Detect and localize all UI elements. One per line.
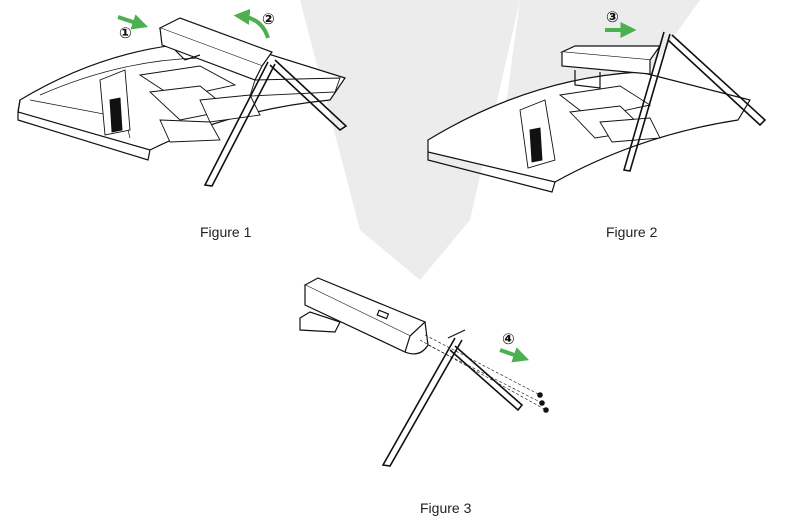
figure-3-illustration: [299, 277, 549, 467]
stand-neck-icon: [158, 17, 273, 81]
step-3-number: ③: [606, 8, 619, 26]
figure-2-illustration: [427, 31, 767, 193]
figure-3-caption: Figure 3: [420, 500, 472, 516]
figure-1-arrows: [117, 8, 270, 39]
step-4-number: ④: [502, 330, 515, 348]
screw-icon: [537, 392, 549, 413]
figure-3-arrows: [499, 347, 530, 363]
stand-neck-icon: [299, 277, 429, 355]
figure-1-caption: Figure 1: [200, 224, 252, 240]
stand-icon: [622, 31, 767, 172]
screw-guide-lines: [419, 334, 547, 411]
stand-icon: [203, 59, 348, 187]
step-1-number: ①: [119, 24, 132, 42]
figure-2-caption: Figure 2: [606, 224, 658, 240]
stand-icon: [381, 329, 524, 467]
arrow-icon: [117, 14, 149, 30]
arrow-icon: [499, 347, 530, 363]
arrow-icon: [233, 8, 270, 39]
figure-1-illustration: [17, 17, 348, 187]
step-2-number: ②: [262, 10, 275, 28]
